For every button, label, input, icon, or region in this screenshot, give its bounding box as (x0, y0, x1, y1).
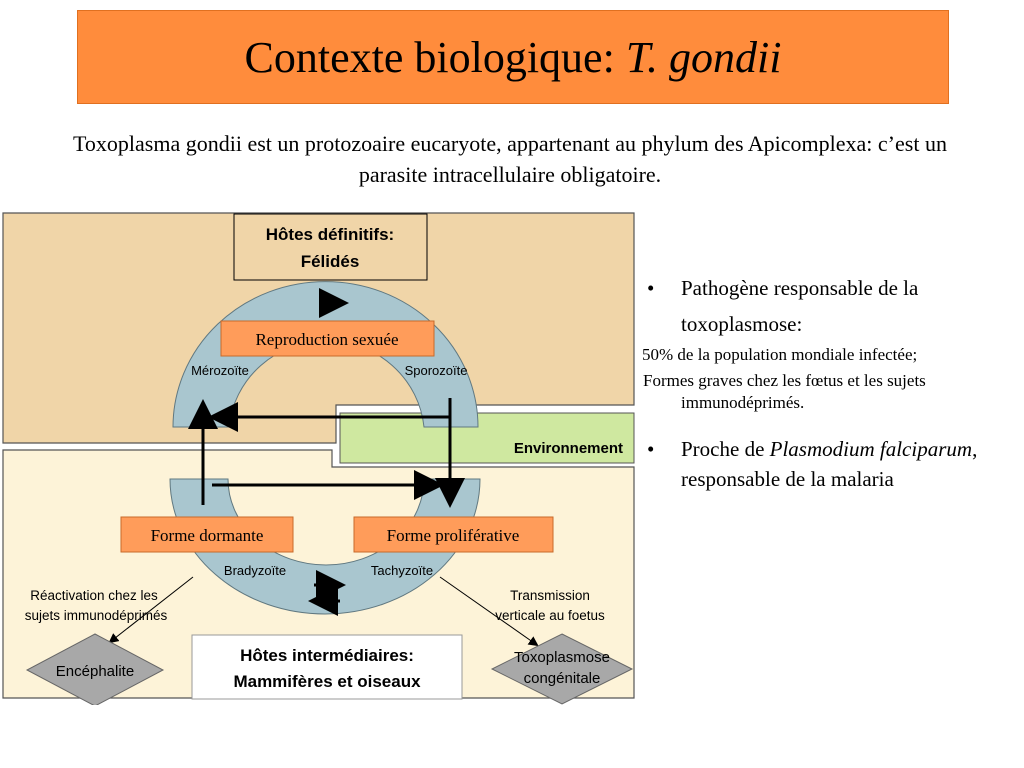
dormant-form-box (120, 516, 294, 553)
sub-severe-forms: Formes graves chez les fœtus et les suje… (643, 371, 926, 412)
bullet-plasmodium-italic: Plasmodium falciparum (769, 437, 973, 461)
bullet-plasmodium-post: , responsable de la malaria (681, 437, 978, 491)
proliferative-form-box (353, 516, 554, 553)
transmission-line1: Transmission (510, 588, 590, 603)
bullet-dot-2: • (647, 437, 655, 461)
bullet-pathogen-line1: Pathogène responsable de la (681, 276, 919, 300)
environment-label: Environnement (514, 440, 623, 457)
congenital-line2: congénitale (524, 670, 601, 687)
reactivation-line2: sujets immunodéprimés (25, 608, 168, 623)
intermediate-host-line1: Hôtes intermédiaires: (240, 646, 414, 665)
arrow-to-congenital (439, 576, 539, 647)
bullet-pathogen: • Pathogène responsable de la toxoplasmo… (643, 270, 1019, 342)
congenital-diamond (490, 633, 634, 705)
life-cycle-diagram: Environnement Hôtes définitifs: Félidés … (2, 212, 635, 705)
title-bar: Contexte biologique: T. gondii (77, 10, 949, 104)
reactivation-line1: Réactivation chez les (30, 588, 158, 603)
bullet-pathogen-line2: toxoplasmose: (681, 312, 803, 336)
proliferative-form-label: Forme proliférative (387, 526, 520, 545)
encephalitis-label: Encéphalite (56, 663, 134, 680)
intro-text: Toxoplasma gondii est un protozoaire euc… (73, 131, 947, 187)
title-italic: T. gondii (625, 32, 782, 82)
slide-title: Contexte biologique: T. gondii (245, 32, 782, 83)
encephalitis-diamond (25, 633, 165, 705)
arrow-to-encephalitis (108, 576, 194, 644)
transmission-line2: verticale au foetus (495, 608, 605, 623)
tachyzoite-label: Tachyzoïte (371, 563, 433, 578)
bullet-dot: • (647, 276, 655, 300)
definitive-host-line2: Félidés (301, 252, 360, 271)
congenital-line1: Toxoplasmose (514, 649, 610, 666)
sexual-reproduction-label: Reproduction sexuée (255, 330, 398, 349)
sexual-reproduction-box (220, 320, 435, 357)
bullet-plasmodium: • Proche de Plasmodium falciparum, respo… (643, 434, 1019, 494)
dormant-form-label: Forme dormante (151, 526, 264, 545)
bullet-list: • Pathogène responsable de la toxoplasmo… (642, 270, 1019, 494)
title-main: Contexte biologique: (244, 32, 626, 82)
lower-ring (169, 478, 481, 615)
environment-band (339, 412, 635, 464)
intermediate-host-line2: Mammifères et oiseaux (233, 672, 421, 691)
intermediate-host-box (191, 634, 463, 700)
bullet-plasmodium-pre: Proche de (681, 437, 770, 461)
bradyzoite-label: Bradyzoïte (224, 563, 286, 578)
definitive-host-line1: Hôtes définitifs: (266, 225, 394, 244)
merozoite-label: Mérozoïte (191, 363, 249, 378)
sporozoite-label: Sporozoïte (405, 363, 468, 378)
definitive-host-box (233, 213, 428, 281)
sub-infected: 50% de la population mondiale infectée; (642, 345, 918, 364)
